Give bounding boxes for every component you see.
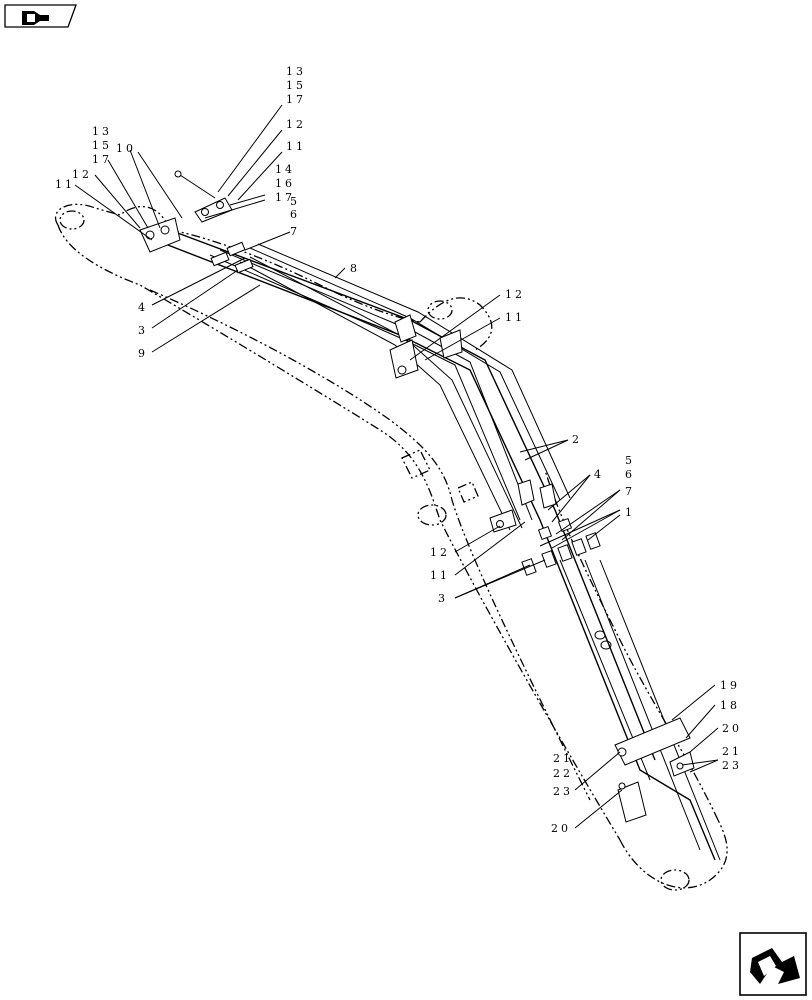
clamp-lower [489,479,557,533]
callout-label: 20 [551,822,571,835]
callout-label: 7 [625,485,635,498]
callout-label: 22 [553,767,573,780]
boom-outline [55,203,728,891]
callout-label: 20 [722,722,742,735]
next-arrow-icon[interactable] [739,932,807,996]
callout-label: 3 [438,592,448,605]
callout-label: 8 [350,262,360,275]
callout-label: 11 [430,569,450,582]
callout-label: 6 [625,468,635,481]
callout-label: 7 [290,225,300,238]
callout-label: 23 [722,759,742,772]
callout-label: 17 [92,153,112,166]
callout-label: 12 [286,118,306,131]
callout-labels: 13 15 17 12 11 14 16 17 5 6 7 8 13 15 17… [55,65,742,835]
callout-label: 12 [72,168,92,181]
callout-label: 15 [286,79,306,92]
callout-label: 9 [138,347,148,360]
leader-lines [74,104,719,829]
callout-label: 12 [430,546,450,559]
hydraulic-tubes [154,231,721,861]
callout-label: 13 [286,65,306,78]
callout-label: 10 [116,142,136,155]
fittings-upper [210,241,254,274]
callout-label: 3 [138,324,148,337]
callout-label: 2 [572,433,582,446]
callout-label: 18 [720,699,740,712]
callout-label: 17 [286,93,306,106]
callout-label: 4 [138,301,148,314]
clamp-middle [389,314,463,379]
callout-label: 5 [625,454,635,467]
callout-label: 19 [720,679,740,692]
callout-label: 11 [55,178,75,191]
callout-label: 15 [92,139,112,152]
callout-label: 11 [505,311,525,324]
callout-label: 17 [275,191,295,204]
callout-label: 11 [286,140,306,153]
callout-label: 21 [722,745,742,758]
callout-label: 4 [594,468,604,481]
callout-label: 23 [553,785,573,798]
callout-label: 5 [290,195,300,208]
fittings-lower [521,517,601,576]
callout-label: 16 [275,177,295,190]
callout-label: 6 [290,208,300,221]
callout-label: 12 [505,288,525,301]
callout-label: 13 [92,125,112,138]
callout-label: 1 [625,506,635,519]
callout-label: 14 [275,163,295,176]
clamp-bottom [614,717,695,823]
callout-label: 21 [553,752,573,765]
back-arrow-icon[interactable] [4,4,77,28]
